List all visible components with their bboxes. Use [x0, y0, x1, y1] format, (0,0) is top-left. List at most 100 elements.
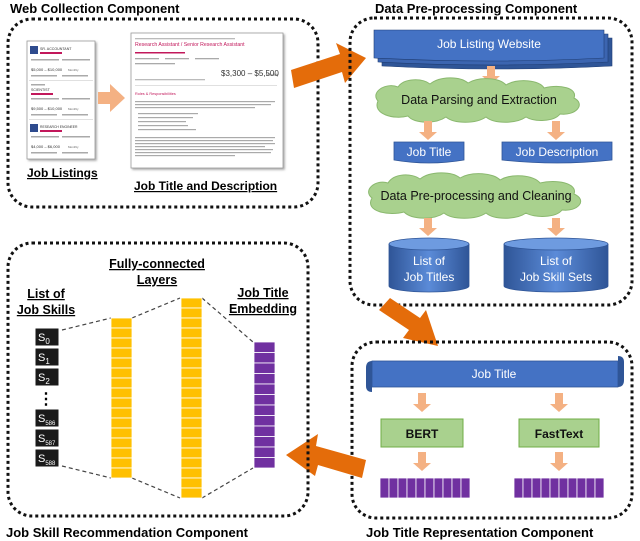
- skills-label-line1: List of: [27, 287, 65, 301]
- fc-label-line1: Fully-connected: [109, 257, 205, 271]
- listing-card-1: SR. ACCOUNTANT $5,000 – $10,000 Monthly: [30, 46, 90, 77]
- bert-label: BERT: [406, 427, 439, 441]
- fasttext-vector-cell: [522, 477, 533, 499]
- listings-to-description-arrow: [98, 84, 125, 112]
- posting-salary: $3,300 – $5,500: [221, 69, 279, 78]
- embedding-cell: [253, 383, 276, 395]
- bert-box: BERT: [380, 418, 464, 448]
- data-parsing-label: Data Parsing and Extraction: [401, 93, 557, 107]
- job-title-embedding-column: [253, 341, 276, 469]
- web-collection-title: Web Collection Component: [10, 1, 180, 16]
- representation-to-recommendation-arrow: [286, 434, 366, 478]
- fc-layer-2-cell: [180, 437, 203, 449]
- listing-card-3-salary: $4,000 – $6,000: [31, 144, 61, 149]
- skill-box: [34, 408, 60, 428]
- listing-card-3-title: RESEARCH ENGINEER: [40, 125, 78, 129]
- fasttext-vector-cell: [513, 477, 524, 499]
- fasttext-vector-cell: [558, 477, 569, 499]
- embedding-cell: [253, 436, 276, 448]
- fc-layer-2-cell: [180, 427, 203, 439]
- recommendation-title: Job Skill Recommendation Component: [6, 525, 249, 540]
- embedding-label-line1: Job Title: [237, 286, 288, 300]
- bert-to-vector-arrow: [413, 452, 431, 471]
- skill-label: S587: [38, 433, 56, 447]
- embedding-cell: [253, 425, 276, 437]
- fc-layer-2-cell: [180, 487, 203, 499]
- fc-layer-2-cell: [180, 467, 203, 479]
- layer-connectors: [61, 297, 254, 499]
- embedding-label-line2: Embedding: [229, 302, 297, 316]
- posting-section-heading: Roles & Responsibilities: [135, 92, 176, 96]
- fc-layer-1-cell: [110, 387, 133, 399]
- posting-title: Research Assistant / Senior Research Ass…: [135, 42, 245, 48]
- fc-layer-2-cell: [180, 397, 203, 409]
- skill-box: [34, 448, 60, 468]
- job-titles-database: List of Job Titles: [388, 237, 470, 293]
- embedding-cell: [253, 352, 276, 364]
- bert-vector-cell: [415, 477, 426, 499]
- job-listings-thumbnail: [26, 40, 96, 160]
- representation-title: Job Title Representation Component: [366, 525, 594, 540]
- embedding-cell: [253, 415, 276, 427]
- posting-body-text: [135, 101, 275, 157]
- fc-layer-1-cell: [110, 457, 133, 469]
- preprocessing-job-description-box: Job Description: [501, 141, 613, 164]
- data-parsing-cloud: Data Parsing and Extraction: [375, 77, 580, 123]
- web-collection-panel: [6, 17, 320, 209]
- fc-layer-1-cell: [110, 447, 133, 459]
- skill-label: S0: [38, 332, 50, 346]
- data-cleaning-cloud: Data Pre-processing and Cleaning: [368, 172, 582, 219]
- fc-layer-2-cell: [180, 447, 203, 459]
- recommendation-panel: [6, 241, 310, 518]
- bert-vector-cell: [433, 477, 444, 499]
- embedding-cell: [253, 446, 276, 458]
- job-listing-website-label: Job Listing Website: [437, 37, 541, 51]
- fasttext-label: FastText: [535, 427, 583, 441]
- listing-card-2-title: SCIENTIST: [31, 88, 51, 92]
- representation-job-title-banner: Job Title: [366, 356, 624, 392]
- fc-layer-2-cell: [180, 477, 203, 489]
- fc-layer-2-cell: [180, 327, 203, 339]
- skill-label: S2: [38, 372, 50, 386]
- fasttext-box: FastText: [518, 418, 600, 448]
- skill-box: [34, 347, 60, 367]
- skills-label-line2: Job Skills: [17, 303, 75, 317]
- bert-vector-cell: [460, 477, 471, 499]
- skill-label: S1: [38, 352, 50, 366]
- job-description-thumbnail: [130, 32, 284, 169]
- cleaning-to-titles-arrow: [419, 218, 437, 236]
- web-to-preprocessing-arrow: [291, 43, 366, 88]
- fc-layer-1-cell: [110, 337, 133, 349]
- embedding-cell: [253, 457, 276, 469]
- representation-job-title-label: Job Title: [472, 367, 517, 381]
- preprocessing-job-title-label: Job Title: [407, 145, 452, 159]
- bert-vector-cell: [397, 477, 408, 499]
- fasttext-embedding-vector: [513, 477, 605, 499]
- bert-vector-cell: [424, 477, 435, 499]
- cleaning-to-skills-arrow: [547, 218, 565, 236]
- fc-layer-1-cell: [110, 377, 133, 389]
- listing-card-2: SCIENTIST $9,500 – $10,000 Monthly: [29, 80, 93, 116]
- job-listings-label: Job Listings: [27, 166, 98, 180]
- job-listing-website-box: Job Listing Website: [373, 29, 613, 70]
- data-cleaning-label: Data Pre-processing and Cleaning: [380, 189, 571, 203]
- bert-embedding-vector: [379, 477, 471, 499]
- bert-vector-cell: [379, 477, 390, 499]
- preprocessing-to-representation-arrow: [379, 298, 438, 346]
- listing-card-1-period: Monthly: [68, 68, 79, 72]
- fc-layer-2: [180, 297, 203, 499]
- bert-vector-cell: [406, 477, 417, 499]
- fc-layer-2-cell: [180, 367, 203, 379]
- fc-layer-1-cell: [110, 317, 133, 329]
- fc-layer-2-cell: [180, 337, 203, 349]
- fc-layer-1-cell: [110, 417, 133, 429]
- posting-period: Monthly: [266, 73, 279, 77]
- fc-layer-1-cell: [110, 327, 133, 339]
- fasttext-vector-cell: [576, 477, 587, 499]
- fc-layer-1-cell: [110, 367, 133, 379]
- fasttext-vector-cell: [549, 477, 560, 499]
- fc-layer-2-cell: [180, 417, 203, 429]
- fc-layer-2-cell: [180, 297, 203, 309]
- preprocessing-job-description-label: Job Description: [516, 145, 599, 159]
